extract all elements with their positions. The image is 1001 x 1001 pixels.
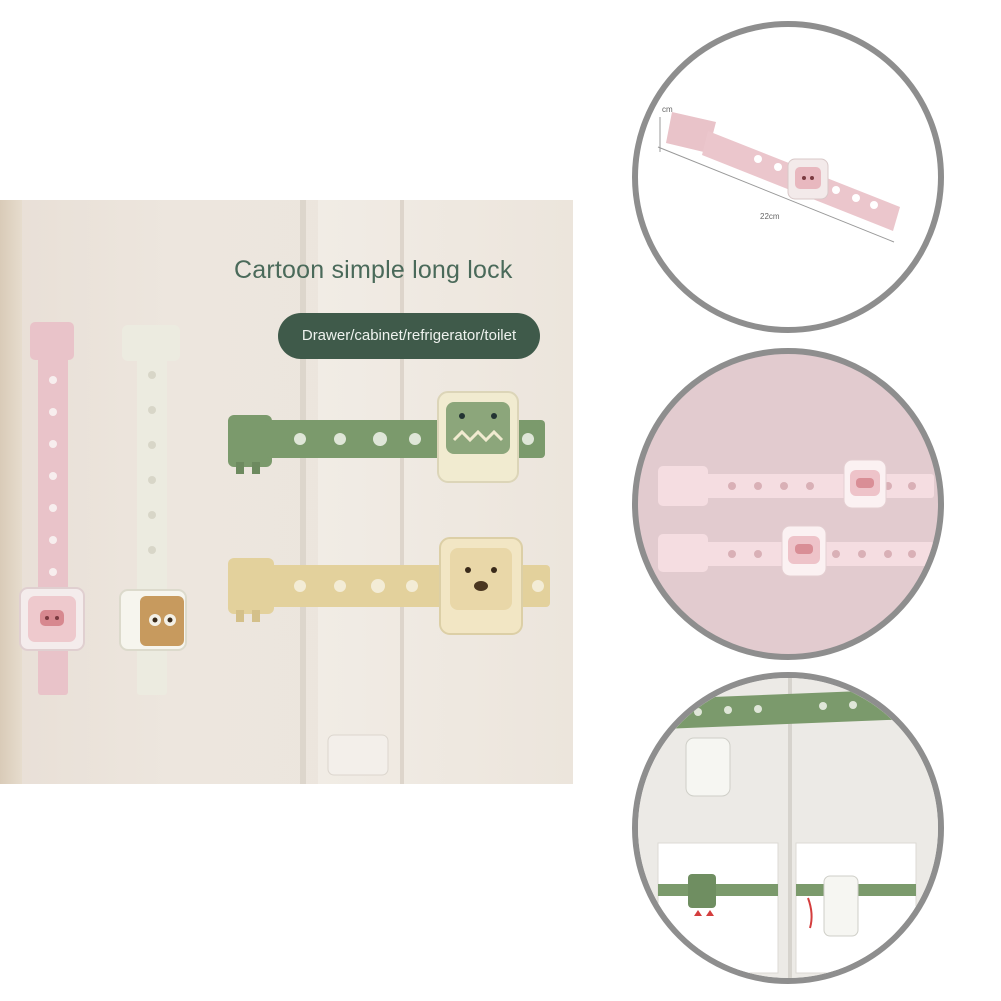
pink-lock-lower	[658, 525, 934, 577]
green-dino-lock	[228, 391, 545, 483]
pink-lock-pair	[658, 459, 934, 577]
product-scene: Cartoon simple long lock Drawer/cabinet/…	[0, 200, 573, 784]
dimension-short: cm	[662, 105, 673, 114]
detail-circle-dimensions: cm 22cm	[632, 21, 944, 333]
pink-lock-upper	[658, 459, 934, 509]
cabinet-door	[318, 200, 573, 784]
usage-badge: Drawer/cabinet/refrigerator/toilet	[278, 313, 540, 359]
detail-circle-usage	[632, 672, 944, 984]
page-title: Cartoon simple long lock	[234, 256, 513, 284]
door-knob	[327, 734, 389, 776]
yellow-bear-lock	[228, 537, 550, 635]
lock-illustrations	[19, 322, 550, 776]
dimension-long: 22cm	[760, 212, 780, 221]
usage-steps	[638, 678, 938, 978]
cabinet-seam	[400, 200, 404, 784]
pink-pig-lock	[19, 322, 85, 695]
dimension-diagram	[657, 112, 900, 243]
wall-edge	[0, 200, 22, 784]
door-gap	[300, 200, 306, 784]
detail-circle-pink-locks	[632, 348, 944, 660]
cream-lion-lock	[119, 325, 187, 695]
